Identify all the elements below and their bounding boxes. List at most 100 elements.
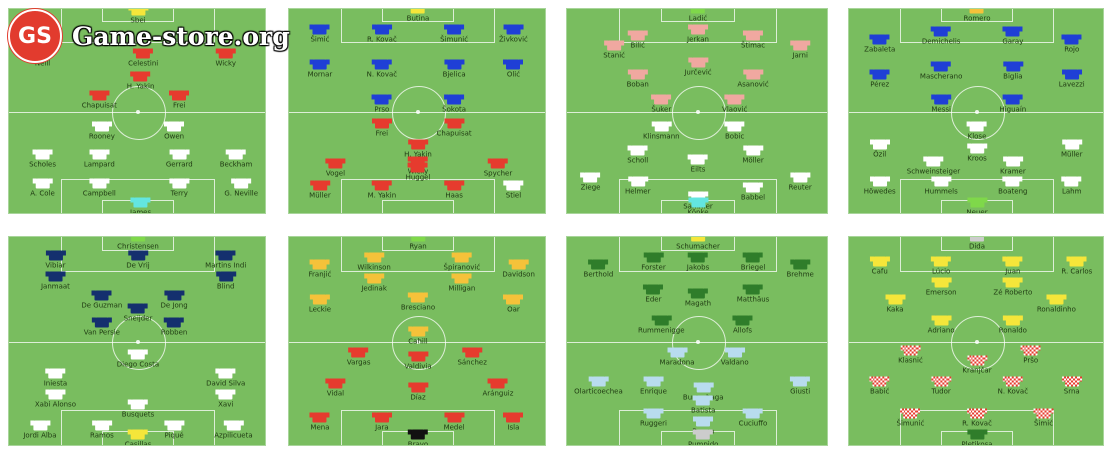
player-marker[interactable]: Valdivia xyxy=(404,351,432,370)
player-marker[interactable]: Ronaldo xyxy=(999,315,1027,335)
player-marker[interactable]: De Guzman xyxy=(81,290,122,310)
player-marker[interactable]: Cafu xyxy=(869,256,890,276)
player-marker[interactable]: Šimić xyxy=(1033,408,1054,427)
player-marker[interactable]: Aránguiz xyxy=(483,378,513,398)
player-marker[interactable]: Pumpido xyxy=(688,429,718,445)
player-marker[interactable]: Rojo xyxy=(1061,34,1082,54)
player-marker[interactable]: Köpke xyxy=(687,197,709,213)
player-marker[interactable]: Blind xyxy=(215,271,236,291)
player-marker[interactable]: David Silva xyxy=(206,368,245,387)
player-marker[interactable]: Sneijder xyxy=(124,303,152,322)
player-marker[interactable]: Oar xyxy=(503,294,524,314)
player-marker[interactable]: Bobic xyxy=(724,121,745,140)
player-marker[interactable]: Stanić xyxy=(603,40,625,60)
player-marker[interactable]: Medel xyxy=(444,412,465,431)
player-marker[interactable]: Haas xyxy=(444,180,465,200)
player-marker[interactable]: Adriano xyxy=(928,315,955,335)
player-marker[interactable]: Iniesta xyxy=(44,368,67,387)
player-marker[interactable]: Cuciuffo xyxy=(739,408,767,427)
player-marker[interactable]: Kramer xyxy=(1000,156,1026,175)
player-marker[interactable]: Babić xyxy=(869,376,890,396)
player-marker[interactable]: Van Persie xyxy=(84,317,120,337)
player-marker[interactable]: Boateng xyxy=(998,176,1027,196)
player-marker[interactable]: Forster xyxy=(641,252,666,272)
player-marker[interactable]: Christensen xyxy=(117,237,159,251)
player-marker[interactable]: Zé Roberto xyxy=(993,277,1032,297)
player-marker[interactable]: Rummenigge xyxy=(638,315,685,335)
player-marker[interactable]: Šimić xyxy=(309,24,330,43)
player-marker[interactable]: Špiranović xyxy=(444,252,480,272)
player-marker[interactable]: Xabi Alonso xyxy=(35,389,76,408)
player-marker[interactable]: Šimunić xyxy=(897,408,924,427)
player-marker[interactable]: Brehme xyxy=(786,259,814,278)
player-marker[interactable]: Neuer xyxy=(966,197,988,213)
player-marker[interactable]: De Jong xyxy=(161,290,188,310)
player-marker[interactable]: H. Yakin xyxy=(404,139,432,159)
player-marker[interactable]: Diego Costa xyxy=(117,349,159,368)
player-marker[interactable]: Maradona xyxy=(660,347,695,366)
player-marker[interactable]: Frei xyxy=(169,90,190,109)
player-marker[interactable]: Campbell xyxy=(83,178,116,198)
player-marker[interactable]: Dida xyxy=(969,237,985,251)
player-marker[interactable]: Helmer xyxy=(625,176,651,196)
player-marker[interactable]: Batista xyxy=(691,395,715,415)
player-marker[interactable]: Reuter xyxy=(789,172,812,192)
player-marker[interactable]: Vogel xyxy=(325,158,346,177)
player-marker[interactable]: Owen xyxy=(164,121,185,140)
player-marker[interactable]: Eilts xyxy=(688,154,708,173)
player-marker[interactable]: Enrique xyxy=(640,376,667,396)
player-marker[interactable]: Berthold xyxy=(584,259,613,278)
player-marker[interactable]: H. Yakin xyxy=(127,71,154,91)
player-marker[interactable]: Rooney xyxy=(89,121,115,140)
player-marker[interactable]: Robben xyxy=(161,317,187,337)
site-logo[interactable]: GS Game-store.org xyxy=(8,8,290,64)
player-marker[interactable]: Ronaldinho xyxy=(1037,294,1076,314)
player-marker[interactable]: Frei xyxy=(371,118,392,138)
player-marker[interactable]: Janmaat xyxy=(41,271,70,291)
player-marker[interactable]: Valdano xyxy=(721,347,749,366)
player-marker[interactable]: Gerrard xyxy=(166,149,193,169)
player-marker[interactable]: Higuaín xyxy=(999,94,1026,113)
player-marker[interactable]: Scholl xyxy=(627,145,648,165)
player-marker[interactable]: Kroos xyxy=(967,143,987,163)
player-marker[interactable]: Martins Indi xyxy=(205,250,246,270)
player-marker[interactable]: Matthäus xyxy=(737,284,769,303)
player-marker[interactable]: Jakobs xyxy=(687,252,709,272)
player-marker[interactable]: Sbei xyxy=(127,9,148,25)
player-marker[interactable]: Jedinak xyxy=(361,273,387,293)
player-marker[interactable]: M. Yakin xyxy=(368,180,396,200)
player-marker[interactable]: Šokota xyxy=(442,94,466,113)
player-marker[interactable]: Živković xyxy=(499,24,528,43)
player-marker[interactable]: Beckham xyxy=(220,149,252,169)
player-marker[interactable]: Jordi Alba xyxy=(23,420,57,440)
player-marker[interactable]: Huggel xyxy=(406,162,430,181)
player-marker[interactable]: Xavi xyxy=(215,389,236,408)
player-marker[interactable]: Butina xyxy=(407,9,429,23)
player-marker[interactable]: Biglia xyxy=(1002,61,1023,80)
player-marker[interactable]: Wicky xyxy=(215,48,236,68)
player-marker[interactable]: Olić xyxy=(503,59,524,78)
player-marker[interactable]: Vlaović xyxy=(722,94,747,113)
player-marker[interactable]: Cahill xyxy=(407,326,428,345)
player-marker[interactable]: N. Kovač xyxy=(367,59,397,78)
player-marker[interactable]: Isla xyxy=(503,412,524,431)
player-marker[interactable]: Piqué xyxy=(164,420,185,440)
player-marker[interactable]: A. Cole xyxy=(30,178,55,198)
player-marker[interactable]: Olarticoechea xyxy=(574,376,623,396)
player-marker[interactable]: Ruggeri xyxy=(640,408,667,427)
player-marker[interactable]: Ladić xyxy=(689,9,707,23)
player-marker[interactable]: Spycher xyxy=(484,158,512,177)
player-marker[interactable]: Sánchez xyxy=(457,347,487,366)
player-marker[interactable]: Vibiar xyxy=(45,250,66,270)
player-marker[interactable]: Lampard xyxy=(84,149,115,169)
player-marker[interactable]: Babbel xyxy=(741,182,765,202)
player-marker[interactable]: Kaka xyxy=(885,294,906,314)
player-marker[interactable]: Klinsmann xyxy=(643,121,680,140)
player-marker[interactable]: Asanović xyxy=(737,69,769,89)
player-marker[interactable]: Pršo xyxy=(1020,345,1041,364)
player-marker[interactable]: Tudor xyxy=(931,376,952,396)
player-marker[interactable]: Leckie xyxy=(309,294,331,314)
player-marker[interactable]: Pérez xyxy=(869,69,890,89)
player-marker[interactable]: James xyxy=(130,197,151,213)
